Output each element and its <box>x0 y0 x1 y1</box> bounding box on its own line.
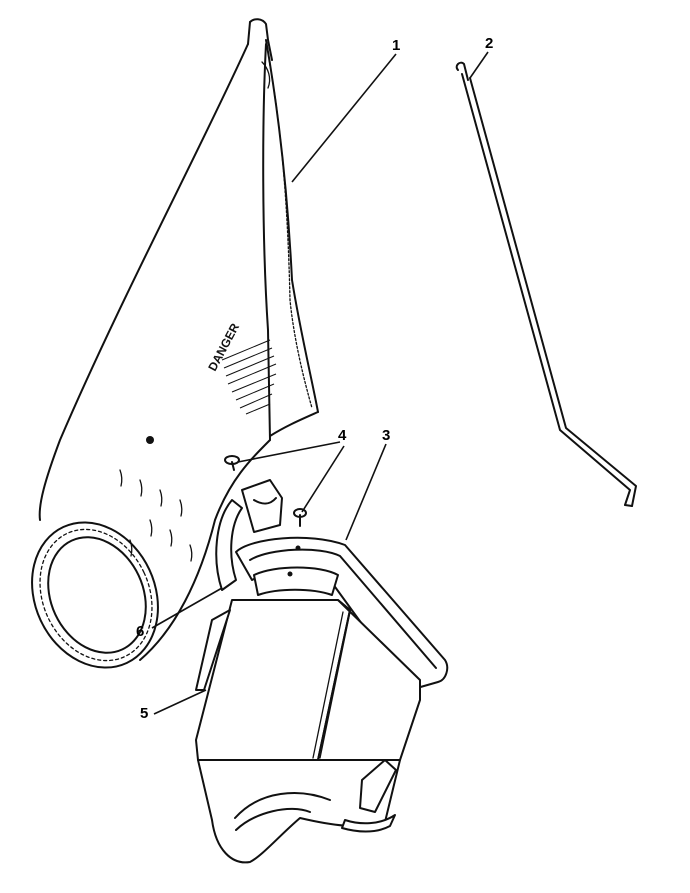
leader-4a <box>237 441 341 463</box>
fasteners <box>224 455 307 527</box>
leader-4b <box>301 445 345 513</box>
grass-bag: DANGER <box>31 18 319 669</box>
leader-3 <box>345 443 387 541</box>
discharge-chute <box>195 536 449 864</box>
callout-5: 5 <box>140 705 149 722</box>
fabric-texture <box>119 469 193 562</box>
callout-2: 2 <box>485 35 494 52</box>
frame-rod <box>455 61 637 507</box>
hinge-bracket <box>215 479 283 591</box>
callout-4: 4 <box>338 427 347 444</box>
side-plate <box>195 609 231 691</box>
leader-5 <box>153 689 207 715</box>
decal-hatch <box>221 339 277 415</box>
leader-2 <box>469 51 489 79</box>
callout-1: 1 <box>392 37 401 54</box>
callout-3: 3 <box>382 427 391 444</box>
leader-lines <box>151 51 489 715</box>
bag-opening <box>31 521 159 669</box>
bag-rivet <box>146 436 154 444</box>
callout-6: 6 <box>136 623 145 640</box>
leader-1 <box>291 53 397 183</box>
danger-decal: DANGER <box>205 321 277 415</box>
leader-6 <box>151 587 223 629</box>
decal-text: DANGER <box>205 321 242 374</box>
